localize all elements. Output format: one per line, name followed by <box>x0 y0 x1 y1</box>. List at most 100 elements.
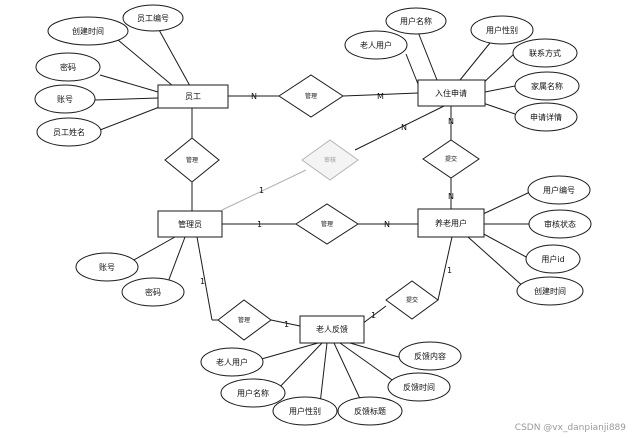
attr-fb-title[interactable]: 反馈标题 <box>337 396 403 426</box>
entity-admin-label: 管理员 <box>178 219 202 229</box>
edge-admin-approve <box>221 169 307 211</box>
rel-submit-application-label: 提交 <box>445 155 457 163</box>
entity-application[interactable]: 入住申请 <box>417 79 486 107</box>
edge-manage-application <box>342 92 419 97</box>
attr-user-create-time[interactable]: 创建时间 <box>516 276 584 306</box>
attr-app-user-gender[interactable]: 用户性别 <box>470 15 534 45</box>
entity-feedback[interactable]: 老人反馈 <box>299 315 365 344</box>
entity-staff[interactable]: 员工 <box>157 84 229 109</box>
attr-app-user-name-label: 用户名称 <box>400 16 432 26</box>
edge-app-user-name <box>417 31 438 81</box>
attr-fb-time[interactable]: 反馈时间 <box>387 372 451 402</box>
edge-user-no <box>482 191 531 215</box>
attr-app-user-gender-label: 用户性别 <box>486 25 518 35</box>
edge-staff-password <box>99 74 159 93</box>
attr-app-contact[interactable]: 联系方式 <box>512 38 578 68</box>
attr-user-no-label: 用户编号 <box>543 185 575 195</box>
attr-app-family[interactable]: 家属名称 <box>514 71 580 101</box>
entity-staff-label: 员工 <box>185 92 201 101</box>
attr-staff-staff-name-label: 员工姓名 <box>53 127 85 137</box>
entity-elderly-user-label: 养老用户 <box>435 218 467 228</box>
edge-app-elderly <box>405 53 419 85</box>
edge-app-family <box>484 85 516 93</box>
attr-fb-content[interactable]: 反馈内容 <box>398 341 462 371</box>
attr-staff-staff-no[interactable]: 员工编号 <box>122 4 184 32</box>
entity-application-label: 入住申请 <box>435 88 467 98</box>
card-approve-admin-1: 1 <box>259 186 264 195</box>
card-submit-app-bottom-n: N <box>448 192 454 201</box>
card-admin-manage-1: 1 <box>257 220 262 229</box>
attr-fb-title-label: 反馈标题 <box>354 406 386 416</box>
attr-app-contact-label: 联系方式 <box>529 48 561 58</box>
card-admin-fb-manage-1: 1 <box>200 277 205 286</box>
attr-fb-elderly-user[interactable]: 老人用户 <box>200 347 264 377</box>
attr-admin-password-label: 密码 <box>145 287 161 297</box>
attr-staff-create-time[interactable]: 创建时间 <box>47 16 129 46</box>
edge-fb-elderly <box>257 342 319 361</box>
attr-staff-account[interactable]: 账号 <box>34 84 96 114</box>
card-manage-app-m: M <box>377 92 384 101</box>
attr-staff-staff-no-label: 员工编号 <box>137 13 169 23</box>
edge-admin-manage-fb <box>196 236 213 321</box>
rel-approve[interactable]: 审核 <box>301 139 359 181</box>
attr-staff-account-label: 账号 <box>57 95 73 104</box>
rel-submit-feedback[interactable]: 提交 <box>385 280 439 320</box>
attr-fb-user-gender[interactable]: 用户性别 <box>272 396 338 426</box>
attr-user-status[interactable]: 审核状态 <box>528 209 592 239</box>
edge-staff-staff-no <box>157 27 191 87</box>
attr-staff-staff-name[interactable]: 员工姓名 <box>36 117 102 147</box>
card-submit-app-top-n: N <box>448 117 454 126</box>
edge-fb-time <box>339 342 403 388</box>
edge-fb-title <box>333 342 363 404</box>
entity-feedback-label: 老人反馈 <box>316 324 348 334</box>
edge-approve-application <box>354 105 445 151</box>
attr-app-detail[interactable]: 申请详情 <box>514 102 578 132</box>
edge-staff-account <box>94 97 159 101</box>
attr-fb-user-gender-label: 用户性别 <box>289 406 321 416</box>
cardinalities: N M 1 N N N 1 N 1 1 1 1 <box>200 92 454 329</box>
card-approve-app-n: N <box>401 123 407 132</box>
card-manage-user-n: N <box>384 220 390 229</box>
watermark: CSDN @vx_danpianji889 <box>514 423 626 433</box>
attr-fb-user-name[interactable]: 用户名称 <box>220 378 286 408</box>
rel-admin-manage-feedback-label: 管理 <box>238 316 250 324</box>
attr-user-id-label: 用户id <box>541 254 564 264</box>
rel-approve-label: 审核 <box>324 156 336 164</box>
edge-fb-user-name <box>274 342 323 393</box>
edge-staff-staff-name <box>99 105 163 131</box>
entity-admin[interactable]: 管理员 <box>157 210 223 238</box>
attr-app-detail-label: 申请详情 <box>530 112 562 122</box>
card-manage-fb-1: 1 <box>284 320 289 329</box>
rel-submit-feedback-label: 提交 <box>406 296 418 304</box>
edge-manage-feedback <box>270 319 301 327</box>
card-submit-user-1: 1 <box>447 266 452 275</box>
attr-staff-password[interactable]: 密码 <box>35 52 101 82</box>
edges <box>94 27 531 405</box>
attr-fb-time-label: 反馈时间 <box>403 382 435 392</box>
attr-admin-account-label: 账号 <box>99 263 115 272</box>
rel-staff-manage-admin[interactable]: 管理 <box>164 137 220 183</box>
card-staff-manage-n: N <box>251 92 257 101</box>
attr-admin-account[interactable]: 账号 <box>75 252 139 282</box>
rel-submit-application[interactable]: 提交 <box>422 139 480 179</box>
attr-user-no[interactable]: 用户编号 <box>527 175 591 205</box>
attr-user-status-label: 审核状态 <box>544 219 576 229</box>
attr-app-elderly-user[interactable]: 老人用户 <box>344 30 408 60</box>
card-fb-submit-1: 1 <box>371 311 376 320</box>
edge-fb-content <box>349 342 403 359</box>
edge-user-create-time <box>467 236 526 289</box>
rel-staff-manage-application[interactable]: 管理 <box>278 74 344 118</box>
entity-elderly-user[interactable]: 养老用户 <box>417 208 485 238</box>
attr-user-id[interactable]: 用户id <box>525 244 581 274</box>
rel-staff-manage-admin-label: 管理 <box>186 156 198 164</box>
rel-staff-manage-application-label: 管理 <box>305 92 317 100</box>
edge-app-contact <box>479 52 516 87</box>
rel-admin-manage-feedback[interactable]: 管理 <box>217 299 272 341</box>
attr-staff-create-time-label: 创建时间 <box>72 26 104 36</box>
rel-admin-manage-user[interactable]: 管理 <box>295 203 359 245</box>
attr-admin-password[interactable]: 密码 <box>121 277 185 307</box>
attr-fb-user-name-label: 用户名称 <box>237 388 269 398</box>
attr-app-user-name[interactable]: 用户名称 <box>385 7 447 35</box>
edge-submit-user-up <box>437 236 453 301</box>
